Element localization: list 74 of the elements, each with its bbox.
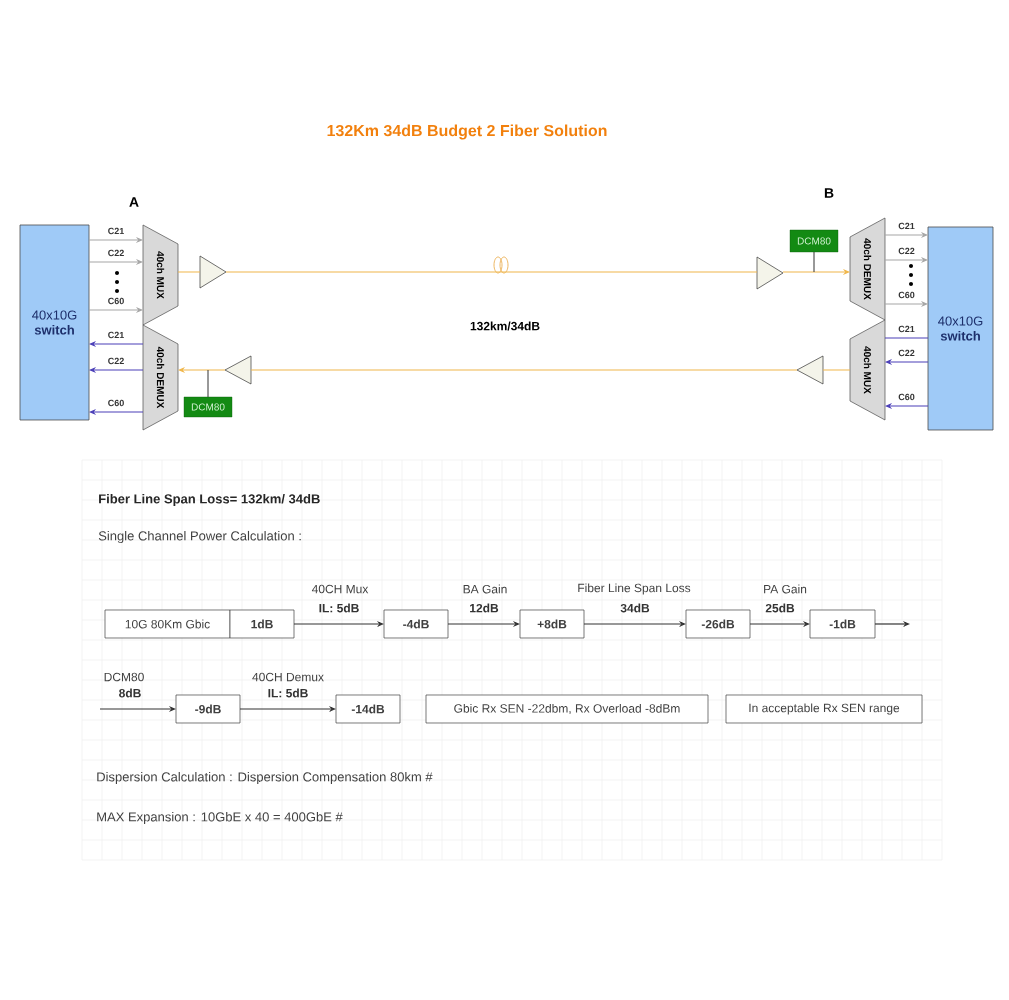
- title: 132Km 34dB Budget 2 Fiber Solution: [327, 124, 607, 140]
- edge-label: C22: [898, 349, 915, 357]
- step-label: 40CH Mux: [311, 584, 369, 594]
- connector-line: [177, 271, 201, 273]
- multiplexer-block: 40ch DEMUX: [142, 324, 179, 431]
- edge-label: C21: [108, 331, 124, 339]
- arrow: [884, 257, 928, 263]
- site-label: B: [824, 188, 834, 198]
- switch-box: 40x10G switch: [19, 224, 90, 421]
- power-box: -26dB: [685, 609, 751, 639]
- dcm-box: DCM80: [789, 229, 839, 253]
- multiplexer-block: 40ch MUX: [849, 319, 886, 421]
- edge-label: C22: [108, 249, 124, 257]
- arrow: [884, 232, 928, 238]
- connector-line: [225, 271, 758, 273]
- heading: Fiber Line Span Loss= 132km/ 34dB: [99, 493, 320, 507]
- power-box: In acceptable Rx SEN range: [725, 694, 923, 724]
- amplifier-triangle: [199, 255, 227, 289]
- step-label: PA Gain: [764, 584, 807, 594]
- step-label: BA Gain: [463, 584, 507, 594]
- span-label: 132km/34dB: [470, 321, 540, 331]
- edge-label: 12dB: [470, 603, 499, 613]
- edge-label: C21: [898, 222, 915, 230]
- power-box: -1dB: [809, 609, 876, 639]
- edge-label: C21: [108, 227, 124, 235]
- connector-line: [822, 369, 851, 371]
- edge-label: 8dB: [119, 688, 141, 698]
- dcm-box: DCM80: [183, 396, 233, 418]
- connector-line: [884, 337, 929, 339]
- edge-label: C22: [108, 357, 124, 365]
- multiplexer-block: 40ch MUX: [142, 224, 179, 326]
- power-box: +8dB: [519, 609, 585, 639]
- connector-line: [207, 369, 209, 398]
- heading: Single Channel Power Calculation :: [98, 530, 301, 544]
- edge-label: C60: [108, 297, 124, 305]
- edge-label: C21: [898, 325, 915, 333]
- power-box: -4dB: [383, 609, 449, 639]
- edge-label: 34dB: [620, 603, 650, 613]
- edge-label: IL: 5dB: [268, 688, 308, 698]
- amplifier-triangle: [756, 256, 784, 290]
- edge-label: C60: [108, 399, 124, 407]
- arrow: [88, 259, 143, 265]
- arrow: [885, 359, 929, 365]
- arrow: [178, 367, 226, 373]
- step-label: Fiber Line Span Loss: [578, 583, 691, 595]
- arrow: [89, 341, 144, 347]
- arrow: [88, 237, 143, 243]
- edge-label: IL: 5dB: [319, 603, 359, 613]
- switch-box: 40x10G switch: [927, 226, 994, 431]
- arrow: [884, 301, 928, 307]
- connector-line: [250, 369, 798, 371]
- power-box: Gbic Rx SEN -22dbm, Rx Overload -8dBm: [425, 694, 709, 724]
- arrow: [89, 409, 144, 415]
- connector-line: [813, 251, 815, 273]
- multiplexer-block: 40ch DEMUX: [849, 217, 886, 321]
- note: Dispersion Calculation : Dispersion Compensation 80km #: [97, 771, 433, 785]
- power-box: 1dB: [229, 609, 295, 639]
- step-label: 40CH Demux: [252, 672, 324, 682]
- site-label: A: [129, 197, 139, 207]
- arrow: [885, 403, 929, 409]
- amplifier-triangle: [796, 355, 824, 385]
- power-box: -14dB: [335, 694, 401, 724]
- edge-label: C60: [898, 291, 915, 299]
- edge-label: C22: [898, 247, 915, 255]
- power-box: -9dB: [175, 694, 241, 724]
- power-box: 10G 80Km Gbic: [104, 609, 231, 639]
- edge-label: 25dB: [765, 603, 795, 613]
- amplifier-triangle: [224, 355, 252, 385]
- note: MAX Expansion : 10GbE x 40 = 400GbE #: [97, 811, 343, 825]
- arrow: [782, 269, 850, 275]
- step-label: DCM80: [104, 672, 144, 682]
- edge-label: C60: [898, 393, 915, 401]
- arrow: [89, 367, 144, 373]
- arrow: [88, 307, 143, 313]
